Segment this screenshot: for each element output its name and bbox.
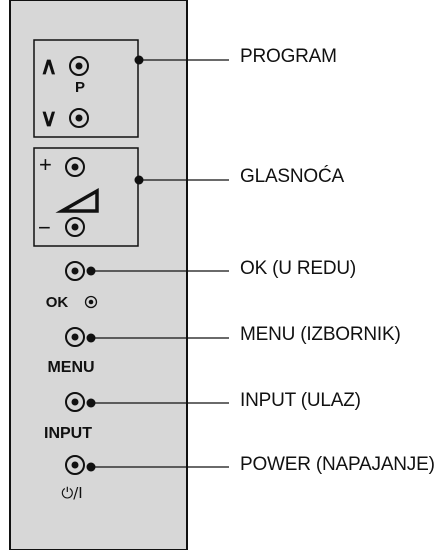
menu-leader-line <box>86 333 229 343</box>
program-button-group <box>33 39 139 138</box>
ok-target-icon <box>84 295 98 309</box>
ok-leader-line <box>86 266 229 276</box>
program-leader-line <box>134 55 229 65</box>
menu-button-icon[interactable] <box>65 327 85 347</box>
power-callout-label: POWER (NAPAJANJE) <box>240 454 435 475</box>
input-leader-line <box>86 398 229 408</box>
volume-plus-symbol: + <box>39 152 52 177</box>
volume-down-button-icon[interactable] <box>65 217 85 237</box>
volume-callout-label: GLASNOĆA <box>240 166 344 187</box>
volume-ramp-icon <box>55 187 99 213</box>
power-leader-line <box>86 462 229 472</box>
volume-leader-line <box>134 175 229 185</box>
program-callout-label: PROGRAM <box>240 46 337 67</box>
input-label: INPUT <box>44 425 92 442</box>
input-callout-label: INPUT (ULAZ) <box>240 390 361 411</box>
menu-callout-label: MENU (IZBORNIK) <box>240 324 401 345</box>
ok-label: OK <box>46 294 69 311</box>
power-label: ⏻/I <box>61 484 82 502</box>
volume-minus-symbol: − <box>38 215 51 240</box>
program-letter: P <box>75 79 85 96</box>
ok-callout-label: OK (U REDU) <box>240 258 357 279</box>
program-up-button-icon[interactable] <box>69 56 89 76</box>
power-button-icon[interactable] <box>65 455 85 475</box>
program-down-symbol: ∨ <box>40 105 58 132</box>
ok-button-icon[interactable] <box>65 261 85 281</box>
menu-label: MENU <box>47 359 94 376</box>
volume-up-button-icon[interactable] <box>65 157 85 177</box>
program-up-symbol: ∧ <box>40 53 58 80</box>
input-button-icon[interactable] <box>65 392 85 412</box>
program-down-button-icon[interactable] <box>69 108 89 128</box>
